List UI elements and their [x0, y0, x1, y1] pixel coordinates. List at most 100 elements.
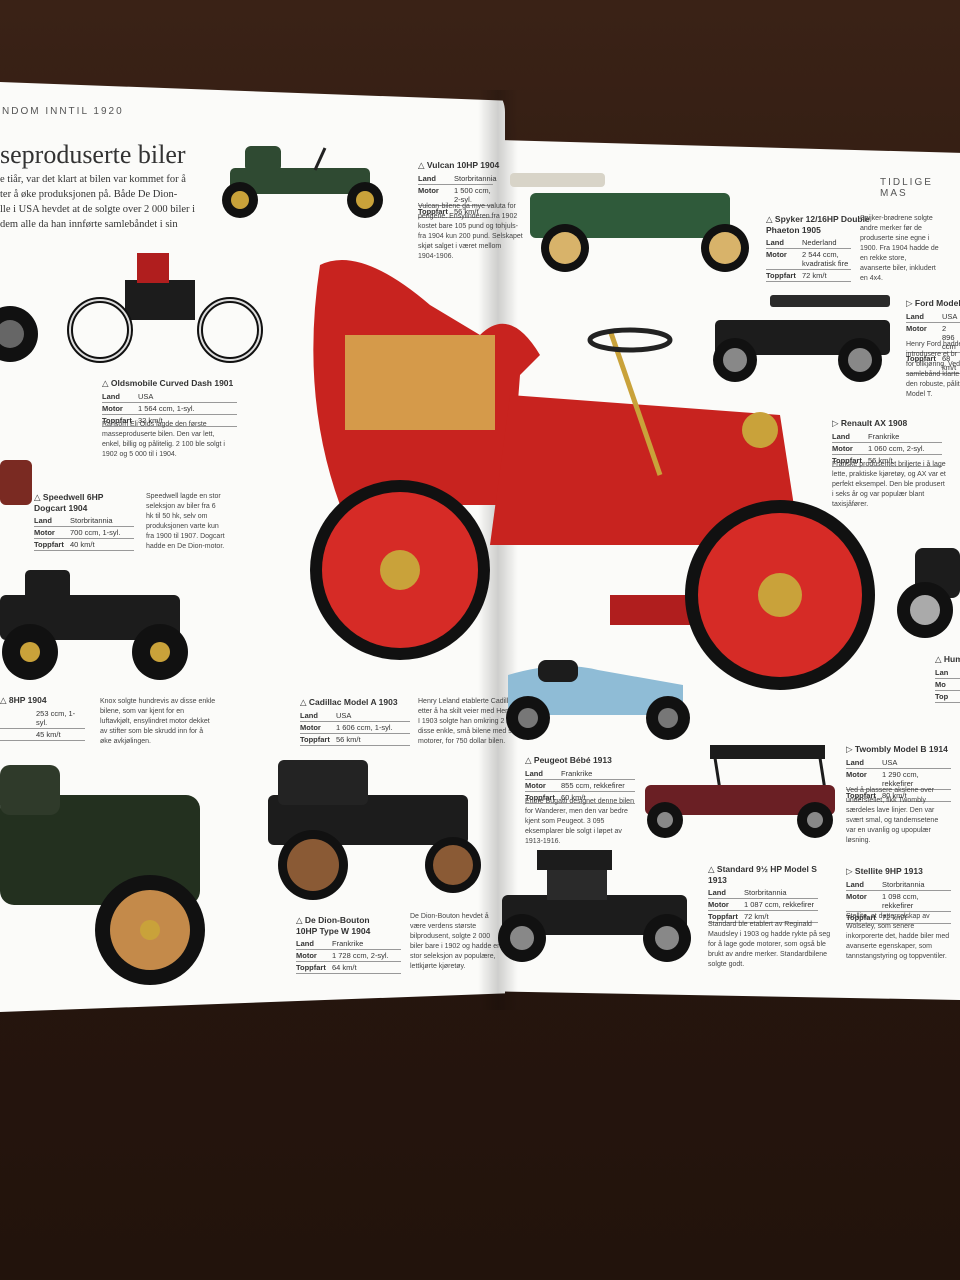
desc-cadillac: Henry Leland etablerte Cadillac etter å …: [418, 698, 527, 745]
partial-black-car-illustration: [897, 548, 960, 638]
spec-value: USA: [336, 711, 352, 720]
spec-value: 1 087 ccm, rekkefirer: [744, 900, 815, 909]
spec-label: Land: [296, 939, 314, 948]
car-title: Vulcan 10HP 1904: [418, 160, 499, 171]
spec-row: Motor 1 728 ccm, 2-syl.: [296, 950, 401, 962]
car-title: Ford Model T: [906, 298, 960, 309]
desc-speedwell: Speedwell lagde en stor seleksjon av bil…: [146, 493, 225, 550]
spec-label: Motor: [846, 770, 867, 779]
spec-label: Land: [708, 888, 726, 897]
spec-label: Toppfart: [34, 540, 64, 549]
spec-dedion: De Dion-Bouton 10HP Type W 1904LandFrank…: [296, 915, 401, 974]
spec-label: Land: [300, 711, 318, 720]
spec-value: 1 564 ccm, 1-syl.: [138, 404, 195, 413]
spec-label: Land: [418, 174, 436, 183]
standard-car-illustration: [498, 850, 691, 962]
car-title: Hum: [935, 654, 960, 665]
spec-value: 1 060 ccm, 2-syl.: [868, 444, 925, 453]
desc-spyker: Spijker-brødrene solgte andre merker før…: [860, 215, 939, 282]
spec-value: Storbritannia: [454, 174, 497, 183]
spec-label: Land: [34, 516, 52, 525]
desc-vulcan: Vulcan-bilene ga mye valuta for pengene.…: [418, 203, 523, 260]
spec-label: Toppfart: [906, 354, 936, 363]
car-title: Peugeot Bébé 1913: [525, 755, 635, 766]
spec-row: Land Storbritannia: [418, 173, 497, 185]
spec-label: Toppfart: [832, 456, 862, 465]
spec-value: 253 ccm, 1-syl.: [36, 709, 76, 727]
spec-label: Top: [935, 692, 949, 701]
spec-label: [0, 709, 36, 727]
spec-spyker: Spyker 12/16HP Double Phaeton 1905LandNe…: [766, 214, 870, 282]
spec-row: Land Frankrike: [296, 938, 401, 950]
desc-ford: Henry Ford hadde introdusere et br for b…: [906, 341, 960, 398]
spec-label: Lan: [935, 668, 949, 677]
desc-standard: Standard ble etablert av Reginald Maudsl…: [708, 921, 831, 968]
page-heading: seproduserte biler: [0, 140, 186, 169]
spec-row: Lan: [935, 667, 960, 679]
spec-row: Motor 1 606 ccm, 1-syl.: [300, 722, 410, 734]
desc-stellite: Stellite, et datterselskap av Wolseley, …: [846, 913, 950, 960]
spec-label: Land: [846, 880, 864, 889]
spec-label: Motor: [525, 781, 546, 790]
spec-value: Frankrike: [332, 939, 364, 948]
car-title: Oldsmobile Curved Dash 1901: [102, 378, 237, 389]
intro-text: e tiår, var det klart at bilen var komme…: [0, 174, 196, 230]
spec-label: Motor: [766, 250, 787, 259]
spec-label: Motor: [906, 324, 927, 333]
spec-value: 60 km/t: [561, 793, 586, 802]
spec-value: USA: [942, 312, 958, 321]
spec-label: Toppfart: [846, 913, 876, 922]
car-title: Standard 9½ HP Model S 1913: [708, 864, 818, 885]
spec-value: 2 896 ccm: [942, 324, 956, 351]
spec-row: Land Storbritannia: [846, 879, 951, 891]
spec-value: Nederland: [802, 238, 837, 247]
spec-value: 1 098 ccm, rekkefirer: [882, 892, 919, 910]
spec-label: Motor: [418, 186, 439, 195]
spec-label: Motor: [300, 723, 321, 732]
desc-peugeot: Ettore Bugatti designet denne bilen for …: [525, 798, 634, 845]
desc-dedion: De Dion-Bouton hevdet å være verdens stø…: [410, 913, 501, 970]
spec-value: 56 km/t: [336, 735, 361, 744]
knox-car-illustration: [0, 765, 205, 985]
spec-label: Toppfart: [418, 207, 448, 216]
spec-label: Toppfart: [846, 791, 876, 800]
spec-label: Motor: [296, 951, 317, 960]
spec-value: 1 728 ccm, 2-syl.: [332, 951, 389, 960]
car-title: Renault AX 1908: [832, 418, 942, 429]
spec-row: Land USA: [906, 311, 960, 323]
spec-label: Toppfart: [102, 416, 132, 425]
spec-value: 72 km/t: [744, 912, 769, 921]
spec-stellite: Stellite 9HP 1913LandStorbritanniaMotor1…: [846, 866, 951, 924]
spec-value: Storbritannia: [882, 880, 925, 889]
spyker-car-illustration: [510, 173, 749, 272]
spec-row: Top: [935, 691, 960, 703]
spec-row: 253 ccm, 1-syl.: [0, 708, 85, 729]
spec-value: Frankrike: [868, 432, 900, 441]
spec-value: Storbritannia: [744, 888, 787, 897]
spec-speedwell: Speedwell 6HP Dogcart 1904LandStorbritan…: [34, 492, 134, 551]
spec-value: Storbritannia: [70, 516, 113, 525]
spec-value: 1 606 ccm, 1-syl.: [336, 723, 393, 732]
desc-renault: Franske produsentet briljerte i å lage l…: [832, 461, 946, 508]
spec-label: Motor: [708, 900, 729, 909]
spec-value: 64 km/t: [332, 963, 357, 972]
spec-row: 45 km/t: [0, 729, 85, 741]
spec-label: Land: [906, 312, 924, 321]
speedwell-car-illustration: [0, 570, 188, 680]
